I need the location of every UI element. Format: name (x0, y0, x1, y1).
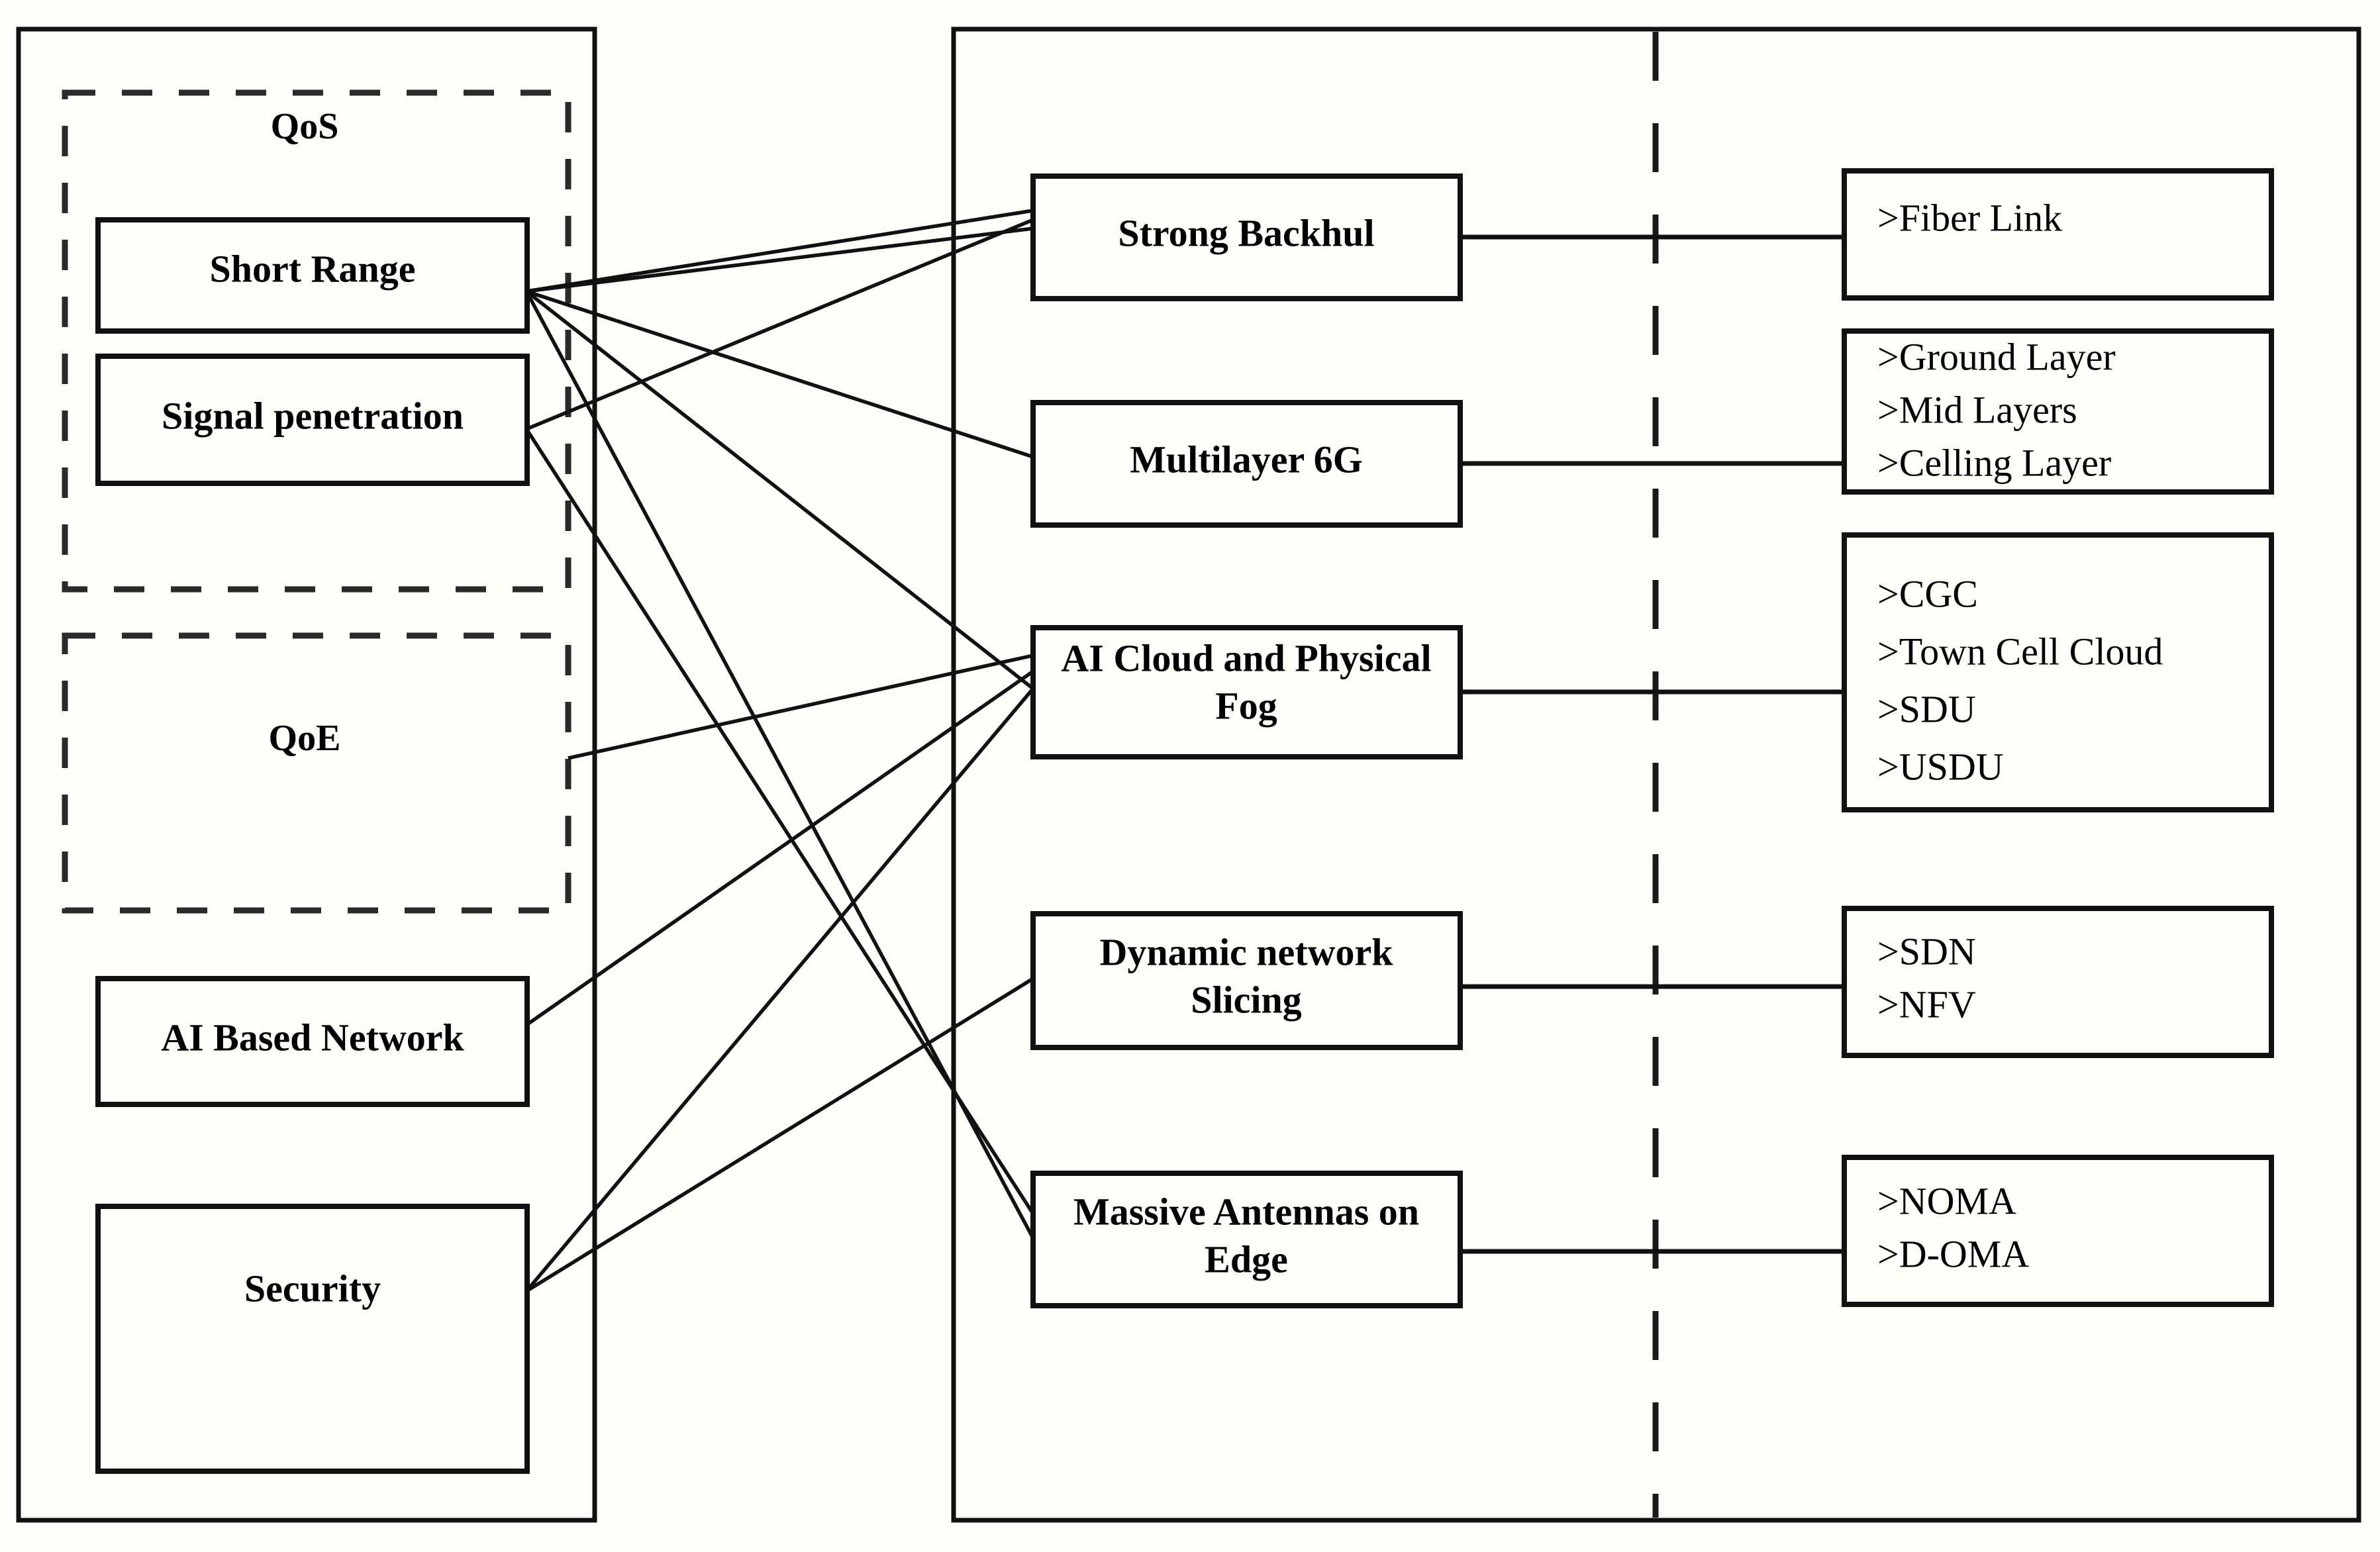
cloud-tech-line-1: >Town Cell Cloud (1877, 630, 2163, 673)
sdn-nfv-line-1: >NFV (1877, 983, 1976, 1026)
right-panel-frame (951, 26, 2361, 1523)
connector-short-range-to-strong-backhul-a (526, 209, 1034, 293)
connector-qoe-to-ai-cloud (568, 654, 1034, 760)
right-item-fiber-link[interactable]: >Fiber Link (1842, 168, 2274, 301)
left-item-ai-based-network[interactable]: AI Based Network (95, 976, 530, 1107)
right-item-layers[interactable]: >Ground Layer >Mid Layers >Celling Layer (1842, 328, 2274, 495)
qos-group-label: QoS (271, 106, 339, 147)
qoe-group-box (62, 632, 571, 914)
signal-penetration-box[interactable] (95, 354, 530, 486)
noma-doma-line-1: >D-OMA (1877, 1232, 2029, 1275)
fiber-link-box[interactable] (1842, 168, 2274, 301)
qos-group-box (62, 89, 571, 593)
cloud-tech-line-3: >USDU (1877, 745, 2004, 788)
strong-backhul-box[interactable] (1030, 173, 1463, 301)
strong-backhul-label: Strong Backhul (1118, 211, 1374, 254)
multilayer-6g-label: Multilayer 6G (1130, 438, 1363, 481)
qoe-group-label: QoE (269, 718, 341, 759)
middle-item-strong-backhul[interactable]: Strong Backhul (1030, 173, 1463, 301)
ai-based-network-label: AI Based Network (161, 1016, 464, 1059)
fiber-link-line-0: >Fiber Link (1877, 196, 2062, 239)
right-item-noma-doma[interactable]: >NOMA >D-OMA (1842, 1155, 2274, 1307)
multilayer-6g-box[interactable] (1030, 400, 1463, 528)
short-range-box[interactable] (95, 217, 530, 334)
dynamic-slicing-box[interactable] (1030, 911, 1463, 1050)
ai-based-network-box[interactable] (95, 976, 530, 1107)
left-item-security[interactable]: Security (95, 1204, 530, 1474)
right-item-cloud-tech[interactable]: >CGC >Town Cell Cloud >SDU >USDU (1842, 532, 2274, 812)
connector-signal-penetration-to-strong-backhul (525, 218, 1034, 431)
middle-item-massive-antennas-on-edge[interactable]: Massive Antennas on Edge (1030, 1171, 1463, 1308)
left-panel-frame (16, 26, 597, 1523)
connector-security-to-ai-cloud (524, 687, 1035, 1292)
connector-ai-based-network-to-ai-cloud (525, 669, 1034, 1027)
right-item-sdn-nfv[interactable]: >SDN >NFV (1842, 906, 2274, 1058)
middle-item-multilayer-6g[interactable]: Multilayer 6G (1030, 400, 1463, 528)
ai-cloud-fog-box[interactable] (1030, 625, 1463, 759)
short-range-label: Short Range (210, 247, 416, 290)
ai-cloud-fog-label-line1: AI Cloud and Physical (1061, 636, 1431, 679)
sdn-nfv-line-0: >SDN (1877, 930, 1976, 973)
noma-doma-line-0: >NOMA (1877, 1179, 2016, 1222)
connector-security-to-dynamic-slicing (525, 977, 1034, 1293)
security-label: Security (244, 1267, 381, 1310)
left-item-short-range[interactable]: Short Range (95, 217, 530, 334)
middle-item-ai-cloud-and-physical-fog[interactable]: AI Cloud and Physical Fog (1030, 625, 1463, 759)
connector-signal-penetration-to-massive-antennas (524, 428, 1035, 1215)
connector-short-range-to-strong-backhul-b (526, 226, 1034, 293)
security-box[interactable] (95, 1204, 530, 1474)
cloud-tech-line-2: >SDU (1877, 687, 1976, 730)
massive-antennas-box[interactable] (1030, 1171, 1463, 1308)
layers-line-2: >Celling Layer (1877, 441, 2111, 484)
cloud-tech-box[interactable] (1842, 532, 2274, 812)
massive-antennas-label-line1: Massive Antennas on (1073, 1190, 1419, 1233)
noma-doma-box[interactable] (1842, 1155, 2274, 1307)
signal-penetration-label: Signal penetration (162, 394, 464, 437)
layers-box[interactable] (1842, 328, 2274, 495)
layers-line-0: >Ground Layer (1877, 335, 2116, 378)
cloud-tech-line-0: >CGC (1877, 572, 1978, 615)
connector-short-range-to-multilayer-6g (526, 289, 1034, 459)
left-item-signal-penetration[interactable]: Signal penetration (95, 354, 530, 486)
layers-line-1: >Mid Layers (1877, 388, 2077, 431)
massive-antennas-label-line2: Edge (1205, 1237, 1288, 1281)
dynamic-slicing-label-line1: Dynamic network (1099, 930, 1393, 973)
dynamic-slicing-label-line2: Slicing (1191, 978, 1302, 1021)
sdn-nfv-box[interactable] (1842, 906, 2274, 1058)
ai-cloud-fog-label-line2: Fog (1215, 684, 1277, 727)
connector-short-range-to-ai-cloud (525, 289, 1034, 691)
middle-item-dynamic-network-slicing[interactable]: Dynamic network Slicing (1030, 911, 1463, 1050)
